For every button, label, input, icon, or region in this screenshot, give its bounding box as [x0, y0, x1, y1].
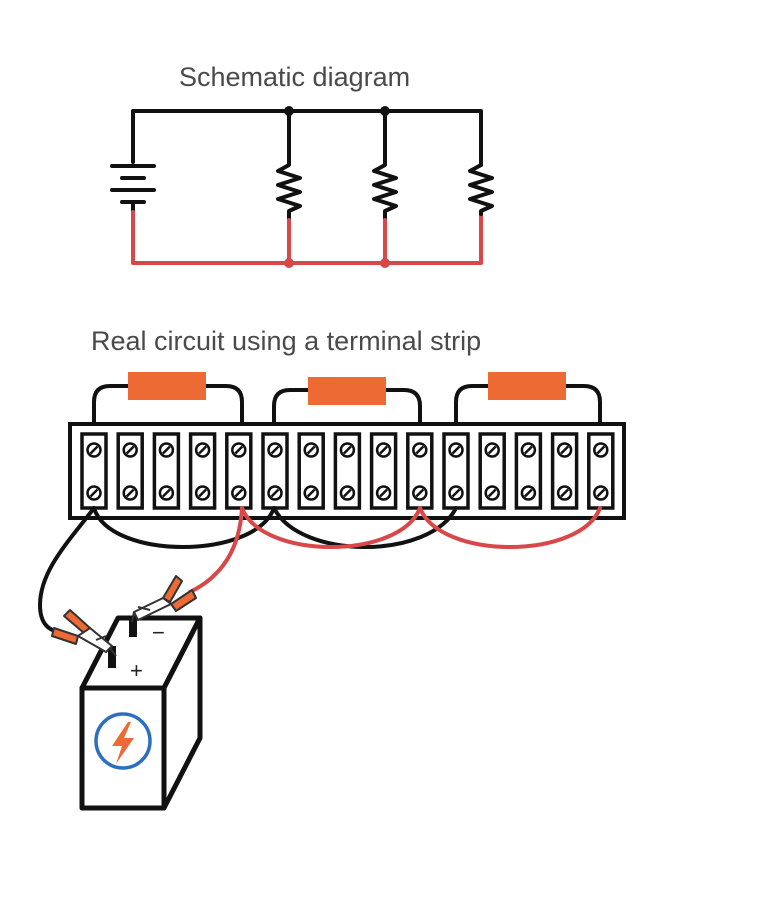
terminal: [80, 432, 108, 510]
terminal: [478, 432, 506, 510]
screw-head-icon: [448, 442, 464, 458]
positive-terminal-label: +: [130, 658, 143, 683]
screw-head-icon: [158, 442, 175, 458]
positive-post: [108, 646, 116, 668]
schematic-resistor-1: [276, 109, 302, 265]
screw-head-icon: [339, 485, 356, 501]
battery: [79, 615, 203, 811]
screw-head-icon: [194, 485, 211, 501]
screw-head-icon: [194, 442, 211, 458]
terminal: [406, 432, 434, 510]
screw-head-icon: [412, 442, 428, 458]
schematic-top-wire: [131, 109, 483, 167]
screw-head-icon: [375, 485, 392, 501]
resistor-1-body: [128, 372, 206, 400]
screw-head-icon: [86, 485, 102, 501]
screw-head-icon: [520, 485, 537, 501]
screw-head-icon: [267, 442, 283, 458]
schematic-diagram-title: Schematic diagram: [179, 62, 411, 92]
terminal: [333, 432, 362, 510]
junction-dot: [380, 258, 390, 268]
screw-head-icon: [556, 442, 573, 458]
screw-head-icon: [158, 485, 175, 501]
negative-terminal-label: −: [152, 620, 165, 645]
screw-head-icon: [448, 485, 464, 501]
resistor-2-body: [308, 377, 386, 405]
terminal: [442, 432, 470, 510]
screw-head-icon: [303, 442, 319, 458]
junction-dot: [284, 258, 294, 268]
positive-alligator-clip: [51, 609, 117, 657]
negative-post: [129, 619, 137, 637]
terminal: [261, 432, 289, 510]
red-jumper-2: [418, 506, 602, 549]
terminal: [514, 432, 543, 510]
schematic-battery-symbol: [110, 164, 156, 214]
schematic-bottom-wire: [131, 210, 483, 265]
battery-cables: [37, 506, 244, 634]
screw-head-icon: [122, 485, 138, 501]
schematic-resistor-3: [468, 163, 494, 216]
screw-head-icon: [303, 485, 319, 501]
black-battery-cable: [37, 506, 96, 634]
terminal: [369, 432, 398, 510]
screw-head-icon: [375, 442, 392, 458]
jumper-wires: [92, 506, 602, 549]
screw-head-icon: [339, 442, 356, 458]
terminal-strip-terminals: [80, 432, 615, 510]
screw-head-icon: [122, 442, 138, 458]
terminal: [225, 432, 253, 510]
junction-dot: [380, 106, 390, 116]
screw-head-icon: [593, 442, 609, 458]
schematic-diagram: [110, 106, 494, 268]
terminal: [152, 432, 181, 510]
screw-head-icon: [484, 442, 500, 458]
negative-alligator-clip: [131, 575, 197, 623]
lightning-bolt-icon: [112, 722, 134, 764]
screw-head-icon: [556, 485, 573, 501]
schematic-resistor-2: [372, 109, 398, 265]
screw-head-icon: [231, 442, 247, 458]
screw-head-icon: [484, 485, 500, 501]
screw-head-icon: [593, 485, 609, 501]
screw-head-icon: [231, 485, 247, 501]
terminal: [587, 432, 615, 510]
screw-head-icon: [412, 485, 428, 501]
red-battery-cable: [188, 506, 244, 594]
terminal: [188, 432, 217, 510]
resistor-3-body: [488, 372, 566, 400]
terminal: [116, 432, 144, 510]
screw-head-icon: [86, 442, 102, 458]
screw-head-icon: [520, 442, 537, 458]
screw-head-icon: [267, 485, 283, 501]
black-jumper-2: [272, 506, 458, 549]
terminal: [297, 432, 325, 510]
black-jumper-1: [92, 506, 276, 549]
strip-resistors: [92, 372, 602, 432]
real-circuit-title: Real circuit using a terminal strip: [91, 326, 482, 356]
junction-dot: [284, 106, 294, 116]
red-jumper-1: [240, 506, 422, 549]
terminal: [550, 432, 579, 510]
